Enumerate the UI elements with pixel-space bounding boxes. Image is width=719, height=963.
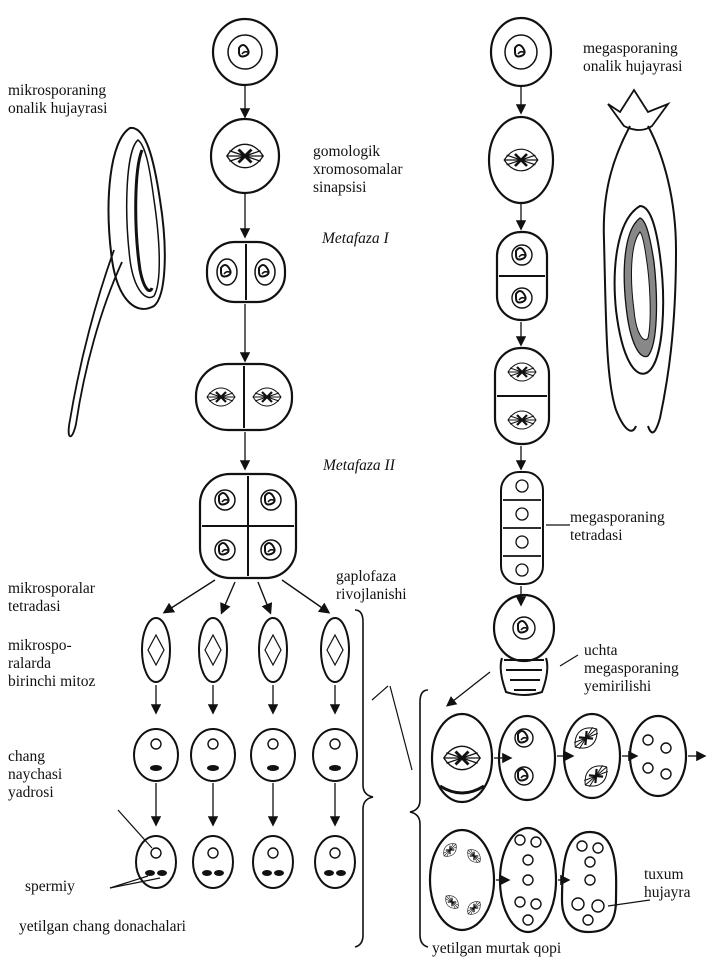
embryo-sac-row1: [432, 714, 704, 802]
label-metafaza-1: Metafaza I: [322, 230, 389, 248]
mega-synapsis: [489, 117, 553, 203]
mega-tetrad: [501, 472, 543, 584]
label-metafaza-2: Metafaza II: [323, 457, 395, 475]
label-tuxum: tuxum hujayra: [644, 866, 690, 902]
mother-cell-micro: [213, 19, 277, 85]
label-yetilgan-chang: yetilgan chang donachalari: [19, 918, 186, 936]
mother-cell-mega: [491, 18, 551, 86]
anther-drawing: [69, 128, 165, 436]
label-birinchi-mitoz: mikrospo- ralarda birinchi mitoz: [8, 637, 95, 691]
dyad-metaphase1: [207, 242, 285, 302]
label-yetilgan-murtak: yetilgan murtak qopi: [432, 940, 561, 958]
label-megasporaning-tetradasi: megasporaning tetradasi: [570, 509, 665, 545]
functional-megaspore: [494, 595, 554, 695]
label-mikrosporaning: mikrosporaning onalik hujayrasi: [8, 82, 107, 118]
label-gaplofaza: gaplofaza rivojlanishi: [336, 568, 407, 604]
naycha-pointer: [118, 810, 152, 848]
label-uchta: uchta megasporaning yemirilishi: [584, 642, 679, 696]
ovule-drawing: [604, 90, 676, 432]
mega-dyad: [497, 232, 547, 320]
synapsis-cell: [211, 119, 279, 193]
mega-metaphase2: [495, 348, 549, 444]
embryo-sac-row2: [430, 828, 650, 932]
label-spermiy: spermiy: [25, 878, 75, 896]
label-mikrosporalar-tetradasi: mikrosporalar tetradasi: [8, 580, 95, 616]
right-brace: [410, 690, 428, 947]
tetrad-arrows: [165, 580, 328, 612]
micro-tetrad: [200, 474, 296, 578]
dyad-metaphase2: [196, 364, 292, 430]
left-brace: [355, 610, 373, 947]
microspore-columns: [134, 618, 357, 888]
label-chang-naychasi: chang naychasi yadrosi: [8, 748, 62, 802]
label-megasporaning-onalik: megasporaning onalik hujayrasi: [583, 40, 682, 76]
label-gomologik: gomologik xromosomalar sinapsisi: [313, 143, 403, 197]
